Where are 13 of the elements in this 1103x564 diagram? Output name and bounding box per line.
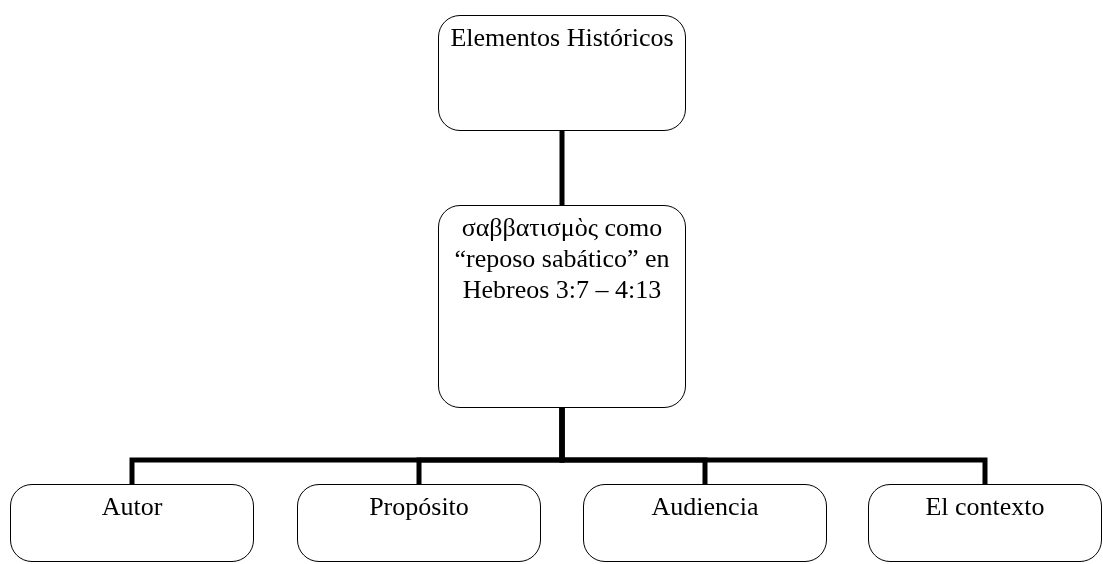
rounded-box [438,15,686,131]
box-label: Propósito [368,491,470,522]
rounded-box [10,484,254,562]
box-label: Audiencia [650,491,760,522]
rounded-box [583,484,827,562]
box-label: Autor [100,491,164,522]
box-label: El contexto [924,491,1046,522]
rounded-box [297,484,541,562]
box-label: σαββατισμὸς como “reposo sabático” en Hebreos 3:7 – 4:13 [453,212,671,305]
connector-line [559,131,565,205]
rounded-box [868,484,1102,562]
rounded-box [438,205,686,408]
box-label: Elementos Históricos [449,22,675,53]
